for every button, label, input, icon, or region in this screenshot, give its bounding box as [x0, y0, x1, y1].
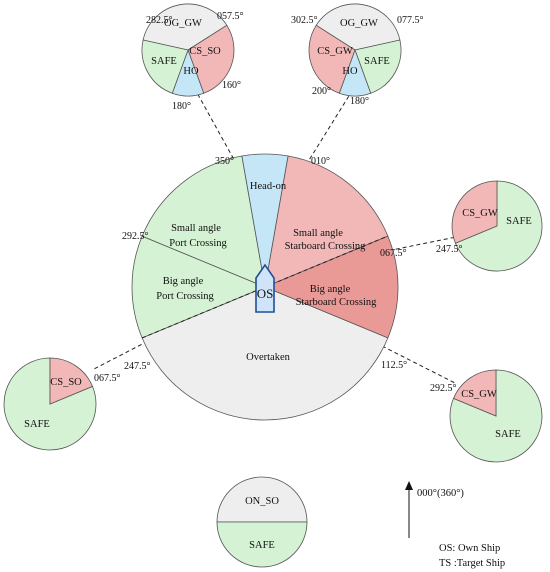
label-big-port-1: Big angle	[163, 276, 204, 287]
tr-ho-label: HO	[342, 66, 358, 77]
rule-circle-top-right: OG_GW CS_GW SAFE HO 302.5° 077.5° 200° 1…	[291, 3, 424, 107]
l-cs-so-label: CS_SO	[50, 377, 82, 388]
b-safe-label: SAFE	[249, 540, 275, 551]
label-head-on: Head-on	[250, 181, 287, 192]
north-arrow-icon	[405, 481, 413, 490]
connector-lower-left	[91, 337, 155, 371]
tr-cs-gw-label: CS_GW	[317, 46, 353, 57]
tl-angle-160: 160°	[222, 80, 241, 91]
angle-112-5: 112.5°	[381, 360, 407, 371]
tl-angle-282-5: 282.5°	[146, 15, 173, 26]
tl-angle-057-5: 057.5°	[217, 11, 244, 22]
legend-ts: TS :Target Ship	[439, 558, 505, 569]
angle-010: 010°	[311, 156, 330, 167]
r-angle-247-5: 247.5°	[436, 244, 463, 255]
tr-safe-label: SAFE	[364, 56, 390, 67]
sector-big-angle-starboard-crossing	[263, 235, 399, 339]
br-angle-292-5: 292.5°	[430, 383, 457, 394]
sector-small-angle-port-crossing	[141, 155, 266, 288]
label-small-port-1: Small angle	[171, 223, 221, 234]
b-on-so-label: ON_SO	[245, 496, 279, 507]
angle-292-5: 292.5°	[122, 231, 149, 242]
label-small-port-2: Port Crossing	[169, 238, 227, 249]
own-ship: OS	[255, 263, 275, 313]
rule-circle-right: CS_GW SAFE 247.5°	[436, 180, 543, 272]
rule-circle-bottom-right: CS_GW SAFE 292.5°	[430, 369, 543, 463]
label-big-port-2: Port Crossing	[156, 291, 214, 302]
label-overtaken: Overtaken	[246, 352, 290, 363]
r-cs-gw-label: CS_GW	[462, 208, 498, 219]
tl-angle-180: 180°	[172, 101, 191, 112]
r-safe-label: SAFE	[506, 216, 532, 227]
main-encounter-circle	[131, 153, 399, 421]
br-cs-gw-sector	[452, 369, 497, 417]
angle-247-5: 247.5°	[124, 361, 151, 372]
sector-small-angle-starboard-crossing	[264, 155, 389, 288]
tr-og-gw-label: OG_GW	[340, 18, 378, 29]
legend-north: 000°(360°)	[417, 488, 464, 499]
angle-067-5: 067.5°	[380, 248, 407, 259]
tr-angle-200: 200°	[312, 86, 331, 97]
tr-cs-gw-sector	[308, 24, 356, 94]
connector-head-on-left	[195, 90, 238, 166]
angle-350: 350°	[215, 156, 234, 167]
tr-angle-302-5: 302.5°	[291, 15, 318, 26]
legend: 000°(360°) OS: Own Ship TS :Target Ship	[405, 481, 505, 569]
tr-safe-sector	[354, 39, 402, 94]
r-cs-gw-sector	[451, 180, 498, 244]
l-cs-so-sector	[49, 357, 94, 405]
sector-overtaken	[141, 286, 389, 421]
connector-right-sector	[381, 234, 467, 253]
br-safe-label: SAFE	[495, 429, 521, 440]
rule-circle-left: CS_SO SAFE 067.5°	[3, 357, 121, 451]
own-ship-label: OS	[257, 286, 274, 301]
tl-cs-so-sector	[187, 24, 235, 94]
tl-safe-sector	[141, 39, 189, 94]
r-safe-sector	[454, 180, 543, 272]
l-angle-067-5: 067.5°	[94, 373, 121, 384]
legend-os: OS: Own Ship	[439, 543, 500, 554]
own-ship-icon	[255, 263, 275, 313]
rule-circle-bottom: ON_SO SAFE	[216, 476, 308, 568]
label-small-stbd-1: Small angle	[293, 228, 343, 239]
label-big-stbd-1: Big angle	[310, 284, 351, 295]
l-safe-label: SAFE	[24, 419, 50, 430]
tr-angle-180: 180°	[350, 96, 369, 107]
tl-ho-label: HO	[183, 66, 199, 77]
br-cs-gw-label: CS_GW	[461, 389, 497, 400]
b-safe-half	[216, 521, 308, 568]
tl-og-gw-label: OG_GW	[164, 18, 202, 29]
tl-safe-label: SAFE	[151, 56, 177, 67]
label-small-stbd-2: Starboard Crossing	[285, 241, 367, 252]
label-big-stbd-2: Starboard Crossing	[296, 297, 378, 308]
tl-cs-so-label: CS_SO	[189, 46, 221, 57]
b-on-so-half	[216, 476, 308, 523]
sector-big-angle-port-crossing	[131, 235, 267, 339]
rule-circle-top-left: OG_GW CS_SO SAFE HO 282.5° 057.5° 160° 1…	[141, 3, 244, 112]
tr-angle-077-5: 077.5°	[397, 15, 424, 26]
connector-head-on-right	[305, 90, 353, 166]
